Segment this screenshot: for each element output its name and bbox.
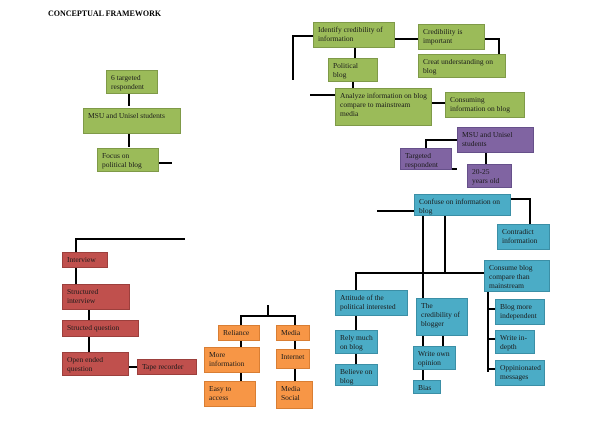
reliance-node: Reliance bbox=[218, 325, 260, 341]
connector bbox=[88, 310, 90, 322]
blog-more-independent-node: Blog more independent bbox=[495, 299, 545, 325]
connector bbox=[88, 337, 90, 353]
connector bbox=[487, 368, 495, 370]
credibility-blogger-node: The credibility of blogger bbox=[416, 298, 468, 336]
connector bbox=[355, 272, 357, 290]
connector bbox=[444, 216, 446, 272]
connector bbox=[487, 308, 495, 310]
open-ended-question-node: Open ended question bbox=[62, 352, 129, 376]
focus-political-blog-node: Focus on political blog bbox=[97, 148, 159, 172]
identify-credibility-node: Identify credibility of information bbox=[313, 22, 395, 48]
oppinionated-messages-node: Oppinionated messages bbox=[495, 360, 545, 386]
confuse-information-node: Confuse on information on blog bbox=[414, 194, 511, 216]
connector bbox=[355, 310, 357, 330]
easy-access-node: Easy to access bbox=[204, 381, 256, 407]
connector bbox=[267, 305, 269, 315]
connector bbox=[292, 35, 314, 37]
connector bbox=[355, 350, 357, 364]
connector bbox=[529, 198, 531, 224]
age-range-node: 20-25 years old bbox=[467, 164, 512, 188]
internet-node: Internet bbox=[276, 349, 310, 369]
targeted-respondent-node: Targeted respondent bbox=[400, 148, 452, 170]
msu-unisel-students-left-node: MSU and Unisel students bbox=[83, 108, 181, 134]
interview-node: Interview bbox=[62, 252, 108, 268]
creat-understanding-node: Creat understanding on blog bbox=[418, 54, 506, 78]
bias-node: Bias bbox=[413, 380, 441, 394]
rely-much-node: Rely much on blog bbox=[335, 330, 378, 354]
connector bbox=[310, 94, 336, 96]
credibility-important-node: Credibility is important bbox=[418, 24, 485, 50]
connector bbox=[158, 162, 172, 164]
consume-blog-compare-node: Consume blog compare than mainstream bbox=[484, 260, 550, 292]
connector bbox=[425, 139, 427, 151]
contradict-information-node: Contradict information bbox=[497, 224, 550, 250]
structed-question-node: Structed question bbox=[62, 320, 139, 337]
write-own-opinion-node: Write own opinion bbox=[413, 346, 456, 370]
connector bbox=[292, 35, 294, 80]
consuming-information-node: Consuming information on blog bbox=[445, 92, 525, 118]
connector bbox=[498, 38, 500, 56]
connector bbox=[352, 80, 354, 94]
structured-interview-node: Structured interview bbox=[62, 284, 130, 310]
connector bbox=[425, 139, 457, 141]
connector bbox=[75, 238, 77, 252]
connector bbox=[487, 290, 489, 372]
connector bbox=[355, 272, 485, 274]
connector bbox=[487, 338, 495, 340]
connector bbox=[240, 315, 296, 317]
targeted-respondents-node: 6 targeted respondent bbox=[106, 70, 158, 94]
media-social-node: Media Social bbox=[276, 381, 313, 409]
analyze-information-node: Analyze information on blog compare to m… bbox=[335, 88, 432, 126]
more-information-node: More information bbox=[204, 347, 260, 373]
write-in-depth-node: Write in-depth bbox=[495, 330, 535, 354]
connector bbox=[128, 133, 130, 147]
connector bbox=[432, 102, 446, 104]
connector bbox=[75, 268, 77, 284]
tape-recorder-node: Tape recorder bbox=[137, 359, 197, 375]
connector bbox=[485, 38, 500, 40]
connector bbox=[394, 38, 418, 40]
connector bbox=[354, 48, 356, 60]
political-blog-node: Political blog bbox=[328, 58, 378, 82]
msu-unisel-students-right-node: MSU and Unisel students bbox=[457, 127, 534, 153]
connector bbox=[485, 153, 487, 165]
attitude-political-node: Attitude of the political interested bbox=[335, 290, 408, 316]
media-node: Media bbox=[276, 325, 310, 341]
connector bbox=[511, 198, 531, 200]
believe-blog-node: Believe on blog bbox=[335, 364, 378, 386]
page-title: CONCEPTUAL FRAMEWORK bbox=[48, 9, 162, 18]
connector bbox=[129, 366, 137, 368]
connector bbox=[377, 210, 415, 212]
connector bbox=[128, 94, 130, 106]
connector bbox=[75, 238, 185, 240]
